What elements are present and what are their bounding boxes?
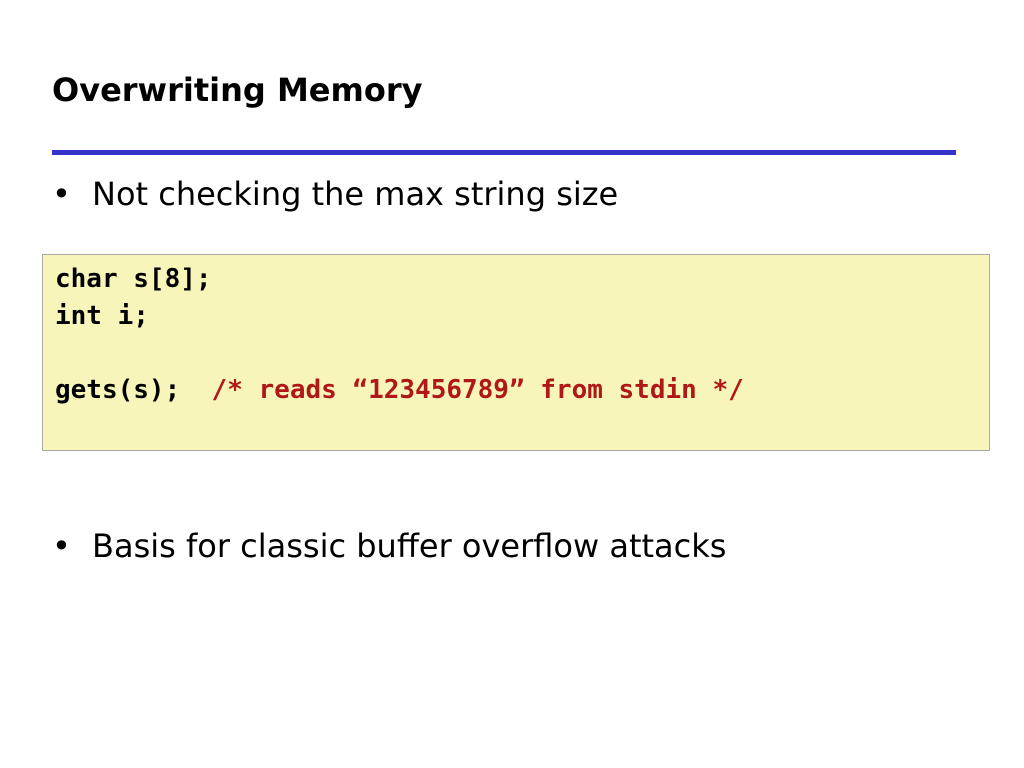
title-divider bbox=[52, 150, 956, 155]
code-block: char s[8]; int i; gets(s); /* reads “123… bbox=[42, 254, 990, 451]
bullet-icon: • bbox=[52, 527, 71, 565]
code-line: int i; bbox=[55, 301, 149, 331]
code-statement: gets(s); bbox=[55, 375, 212, 405]
code-line: char s[8]; bbox=[55, 264, 212, 294]
code-line: gets(s); /* reads “123456789” from stdin… bbox=[55, 372, 989, 409]
bullet-item-buffer-overflow: • Basis for classic buffer overflow attac… bbox=[52, 524, 726, 568]
code-comment: /* reads “123456789” from stdin */ bbox=[211, 375, 744, 405]
bullet-text: Basis for classic buffer overflow attack… bbox=[92, 527, 727, 565]
slide-title: Overwriting Memory bbox=[52, 71, 423, 109]
code-line-blank bbox=[55, 335, 989, 372]
bullet-text: Not checking the max string size bbox=[92, 175, 619, 213]
bullet-item-max-string-size: • Not checking the max string size bbox=[52, 172, 618, 216]
bullet-icon: • bbox=[52, 175, 71, 213]
